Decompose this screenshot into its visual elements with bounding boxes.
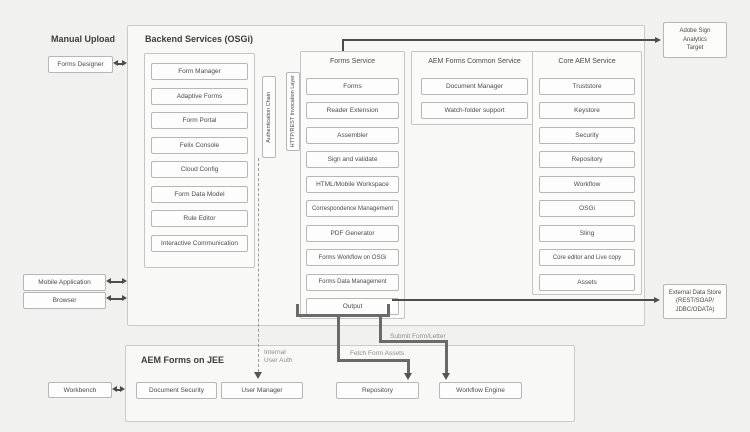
analytics-label: Analytics — [682, 36, 707, 43]
authentication-chain-label: Authentication Chain — [266, 91, 272, 143]
rest-soap-label: (REST/SOAP/ — [675, 298, 714, 305]
arrow-right-icon — [122, 60, 127, 66]
browser-backend-arrow — [106, 295, 127, 302]
sign-and-validate-box: Sign and validate — [306, 151, 399, 168]
correspondence-management-box: Correspondence Management — [306, 200, 399, 217]
forms-workflow-on-osgi-box: Forms Workflow on OSGi — [306, 249, 399, 266]
watch-folder-support-box: Watch-folder support — [421, 102, 528, 119]
jee-container: AEM Forms on JEE Document Security User … — [125, 345, 575, 422]
adobe-sign-label: Adobe Sign — [679, 28, 711, 35]
external-data-store-box: External Data Store (REST/SOAP/ JDBC/ODA… — [663, 284, 727, 319]
adobe-services-box: Adobe Sign Analytics Target — [663, 22, 727, 58]
arrow-right-icon — [654, 296, 660, 303]
interactive-communication-box: Interactive Communication — [151, 234, 248, 252]
arrow-down-icon — [404, 373, 412, 380]
workbench-jee-arrow — [112, 386, 125, 393]
common-service-title: AEM Forms Common Service — [428, 58, 521, 65]
arrow-right-icon — [122, 278, 127, 284]
jee-repository-box: Repository — [336, 382, 419, 399]
arrow-right-icon — [122, 295, 127, 301]
assets-box: Assets — [539, 273, 635, 291]
assembler-box: Assembler — [306, 126, 399, 144]
http-rest-invocation-layer-label: HTTP/REST Invocation Layer — [290, 75, 296, 148]
jdbc-odata-label: JDBC/ODATA) — [675, 306, 715, 313]
forms-service-path-outline — [296, 304, 390, 317]
rule-editor-box: Rule Editor — [151, 210, 248, 227]
repository-box: Repository — [539, 151, 635, 168]
arrow-left-icon — [106, 295, 111, 301]
user-manager-box: User Manager — [221, 382, 303, 399]
adobe-connector-horizontal — [342, 39, 655, 41]
internal-user-auth-label: Internal User Auth — [264, 349, 293, 364]
forms-service-title: Forms Service — [329, 58, 376, 65]
arrow-right-icon — [655, 36, 661, 43]
workbench-box: Workbench — [48, 382, 112, 398]
forms-service-panel: Forms Service Forms Reader Extension Ass… — [300, 51, 405, 319]
forms-designer-box: Forms Designer — [48, 56, 113, 73]
document-security-box: Document Security — [136, 382, 217, 399]
external-data-connector — [392, 299, 655, 301]
http-rest-invocation-layer-box: HTTP/REST Invocation Layer — [286, 72, 300, 151]
workflow-box: Workflow — [539, 175, 635, 193]
core-service-panel: Core AEM Service Truststore Keystore Sec… — [532, 51, 642, 295]
pdf-generator-box: PDF Generator — [306, 224, 399, 242]
target-label: Target — [686, 45, 704, 52]
internal-user-auth-dashed-line — [258, 158, 259, 372]
truststore-box: Truststore — [539, 77, 635, 95]
reader-extension-box: Reader Extension — [306, 102, 399, 119]
security-box: Security — [539, 126, 635, 144]
form-manager-box: Form Manager — [151, 63, 248, 80]
submit-form-letter-label: Submit Form/Letter — [390, 333, 446, 340]
arrow-down-icon — [254, 372, 262, 379]
fetch-form-assets-label: Fetch Form Assets — [350, 350, 405, 357]
form-data-model-box: Form Data Model — [151, 185, 248, 203]
submit-form-letter-drop — [445, 341, 448, 374]
document-manager-box: Document Manager — [421, 77, 528, 95]
arrow-right-icon — [120, 386, 125, 392]
common-service-panel: AEM Forms Common Service Document Manage… — [411, 51, 538, 125]
browser-box: Browser — [23, 292, 106, 309]
form-portal-box: Form Portal — [151, 112, 248, 129]
keystore-box: Keystore — [539, 102, 635, 119]
arrow-down-icon — [442, 373, 450, 380]
osgi-box: OSGi — [539, 200, 635, 217]
felix-console-box: Felix Console — [151, 136, 248, 154]
adobe-connector-vertical — [342, 39, 344, 51]
fetch-form-assets-drop — [407, 360, 410, 374]
manual-upload-heading: Manual Upload — [51, 34, 116, 44]
arrow-left-icon — [113, 60, 118, 66]
backend-services-title: Backend Services (OSGi) — [145, 34, 254, 44]
forms-designer-backend-arrow — [113, 60, 127, 67]
adaptive-forms-box: Adaptive Forms — [151, 87, 248, 105]
sling-box: Sling — [539, 224, 635, 242]
mobile-application-backend-arrow — [106, 278, 127, 285]
html-mobile-workspace-box: HTML/Mobile Workspace — [306, 175, 399, 193]
workflow-engine-box: Workflow Engine — [439, 382, 522, 399]
arrow-left-icon — [112, 386, 117, 392]
cloud-config-box: Cloud Config — [151, 161, 248, 178]
submit-form-letter-path — [379, 317, 448, 343]
jee-title: AEM Forms on JEE — [141, 355, 225, 365]
forms-data-management-box: Forms Data Management — [306, 273, 399, 291]
authentication-chain-box: Authentication Chain — [262, 76, 276, 158]
authoring-tools-panel: Form Manager Adaptive Forms Form Portal … — [144, 53, 255, 268]
arrow-left-icon — [106, 278, 111, 284]
fetch-form-assets-path — [337, 317, 410, 362]
core-service-title: Core AEM Service — [558, 58, 616, 65]
mobile-application-box: Mobile Application — [23, 274, 106, 291]
core-editor-live-copy-box: Core editor and Live copy — [539, 249, 635, 266]
backend-services-container: Backend Services (OSGi) Form Manager Ada… — [127, 25, 645, 326]
external-data-store-label: External Data Store — [668, 289, 722, 296]
forms-box: Forms — [306, 77, 399, 95]
